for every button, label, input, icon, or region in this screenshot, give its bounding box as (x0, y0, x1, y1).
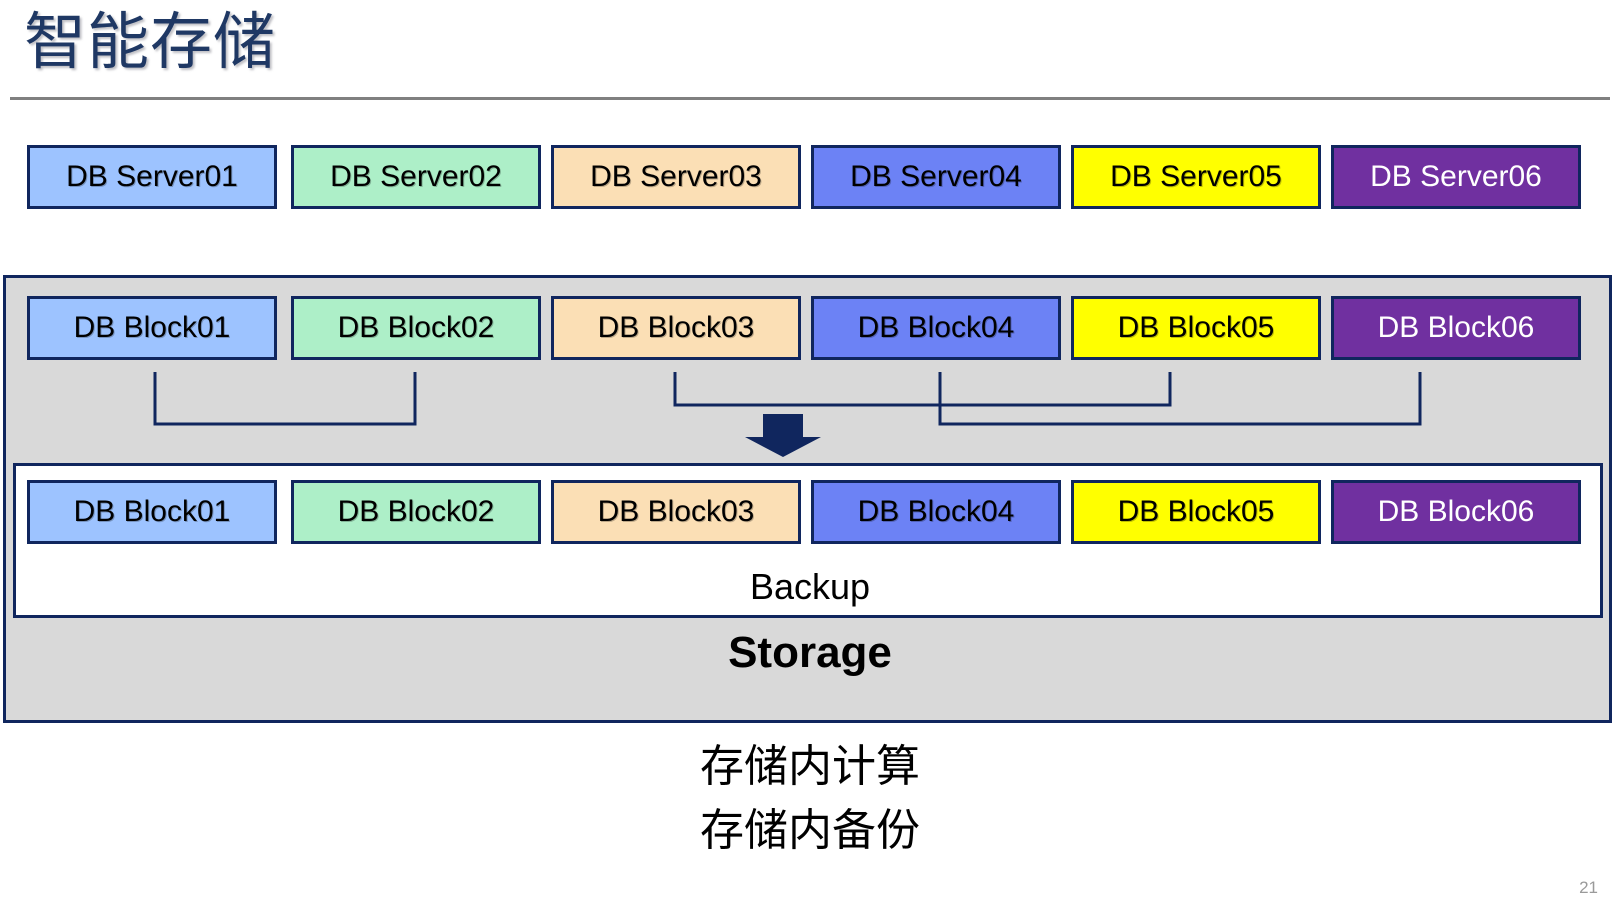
db-block-box-label: DB Block05 (1117, 311, 1275, 344)
db-server-box-label: DB Server03 (590, 160, 762, 193)
db-block-box-label: DB Block03 (597, 311, 755, 344)
page-title: 智能存储 (24, 8, 277, 77)
db-server-box-1[interactable]: DB Server01 (27, 145, 277, 209)
db-backup-block-box-1[interactable]: DB Block01 (27, 480, 277, 544)
db-server-box-2[interactable]: DB Server02 (291, 145, 541, 209)
db-block-box-5[interactable]: DB Block05 (1071, 296, 1321, 360)
footer-captions: 存储内计算存储内备份 (0, 735, 1620, 863)
db-block-box-label: DB Block01 (73, 311, 231, 344)
db-backup-block-box-label: DB Block03 (597, 495, 755, 528)
caption-line-2: 存储内备份 (700, 805, 920, 855)
db-backup-block-box-4[interactable]: DB Block04 (811, 480, 1061, 544)
db-block-box-label: DB Block06 (1377, 311, 1535, 344)
db-server-box-label: DB Server04 (850, 160, 1022, 193)
db-block-box-label: DB Block04 (857, 311, 1015, 344)
db-server-box-6[interactable]: DB Server06 (1331, 145, 1581, 209)
page-number: 21 (1579, 878, 1598, 897)
db-backup-block-box-5[interactable]: DB Block05 (1071, 480, 1321, 544)
db-block-box-1[interactable]: DB Block01 (27, 296, 277, 360)
storage-label: Storage (728, 628, 892, 677)
db-server-box-5[interactable]: DB Server05 (1071, 145, 1321, 209)
db-backup-block-box-label: DB Block02 (337, 495, 495, 528)
db-server-box-4[interactable]: DB Server04 (811, 145, 1061, 209)
db-backup-block-box-2[interactable]: DB Block02 (291, 480, 541, 544)
db-backup-block-box-label: DB Block01 (73, 495, 231, 528)
db-block-box-3[interactable]: DB Block03 (551, 296, 801, 360)
db-block-box-label: DB Block02 (337, 311, 495, 344)
db-backup-block-box-label: DB Block06 (1377, 495, 1535, 528)
db-backup-block-box-6[interactable]: DB Block06 (1331, 480, 1581, 544)
db-backup-block-box-3[interactable]: DB Block03 (551, 480, 801, 544)
db-server-box-label: DB Server01 (66, 160, 238, 193)
caption-line-1: 存储内计算 (700, 742, 920, 791)
db-backup-block-box-label: DB Block04 (857, 495, 1015, 528)
db-block-box-4[interactable]: DB Block04 (811, 296, 1061, 360)
backup-label: Backup (749, 566, 871, 607)
db-server-box-label: DB Server02 (330, 160, 502, 193)
db-server-box-3[interactable]: DB Server03 (551, 145, 801, 209)
db-block-box-2[interactable]: DB Block02 (291, 296, 541, 360)
db-server-box-label: DB Server05 (1110, 160, 1282, 193)
db-server-box-label: DB Server06 (1370, 160, 1542, 193)
title-divider (10, 97, 1610, 100)
db-block-box-6[interactable]: DB Block06 (1331, 296, 1581, 360)
db-backup-block-box-label: DB Block05 (1117, 495, 1275, 528)
